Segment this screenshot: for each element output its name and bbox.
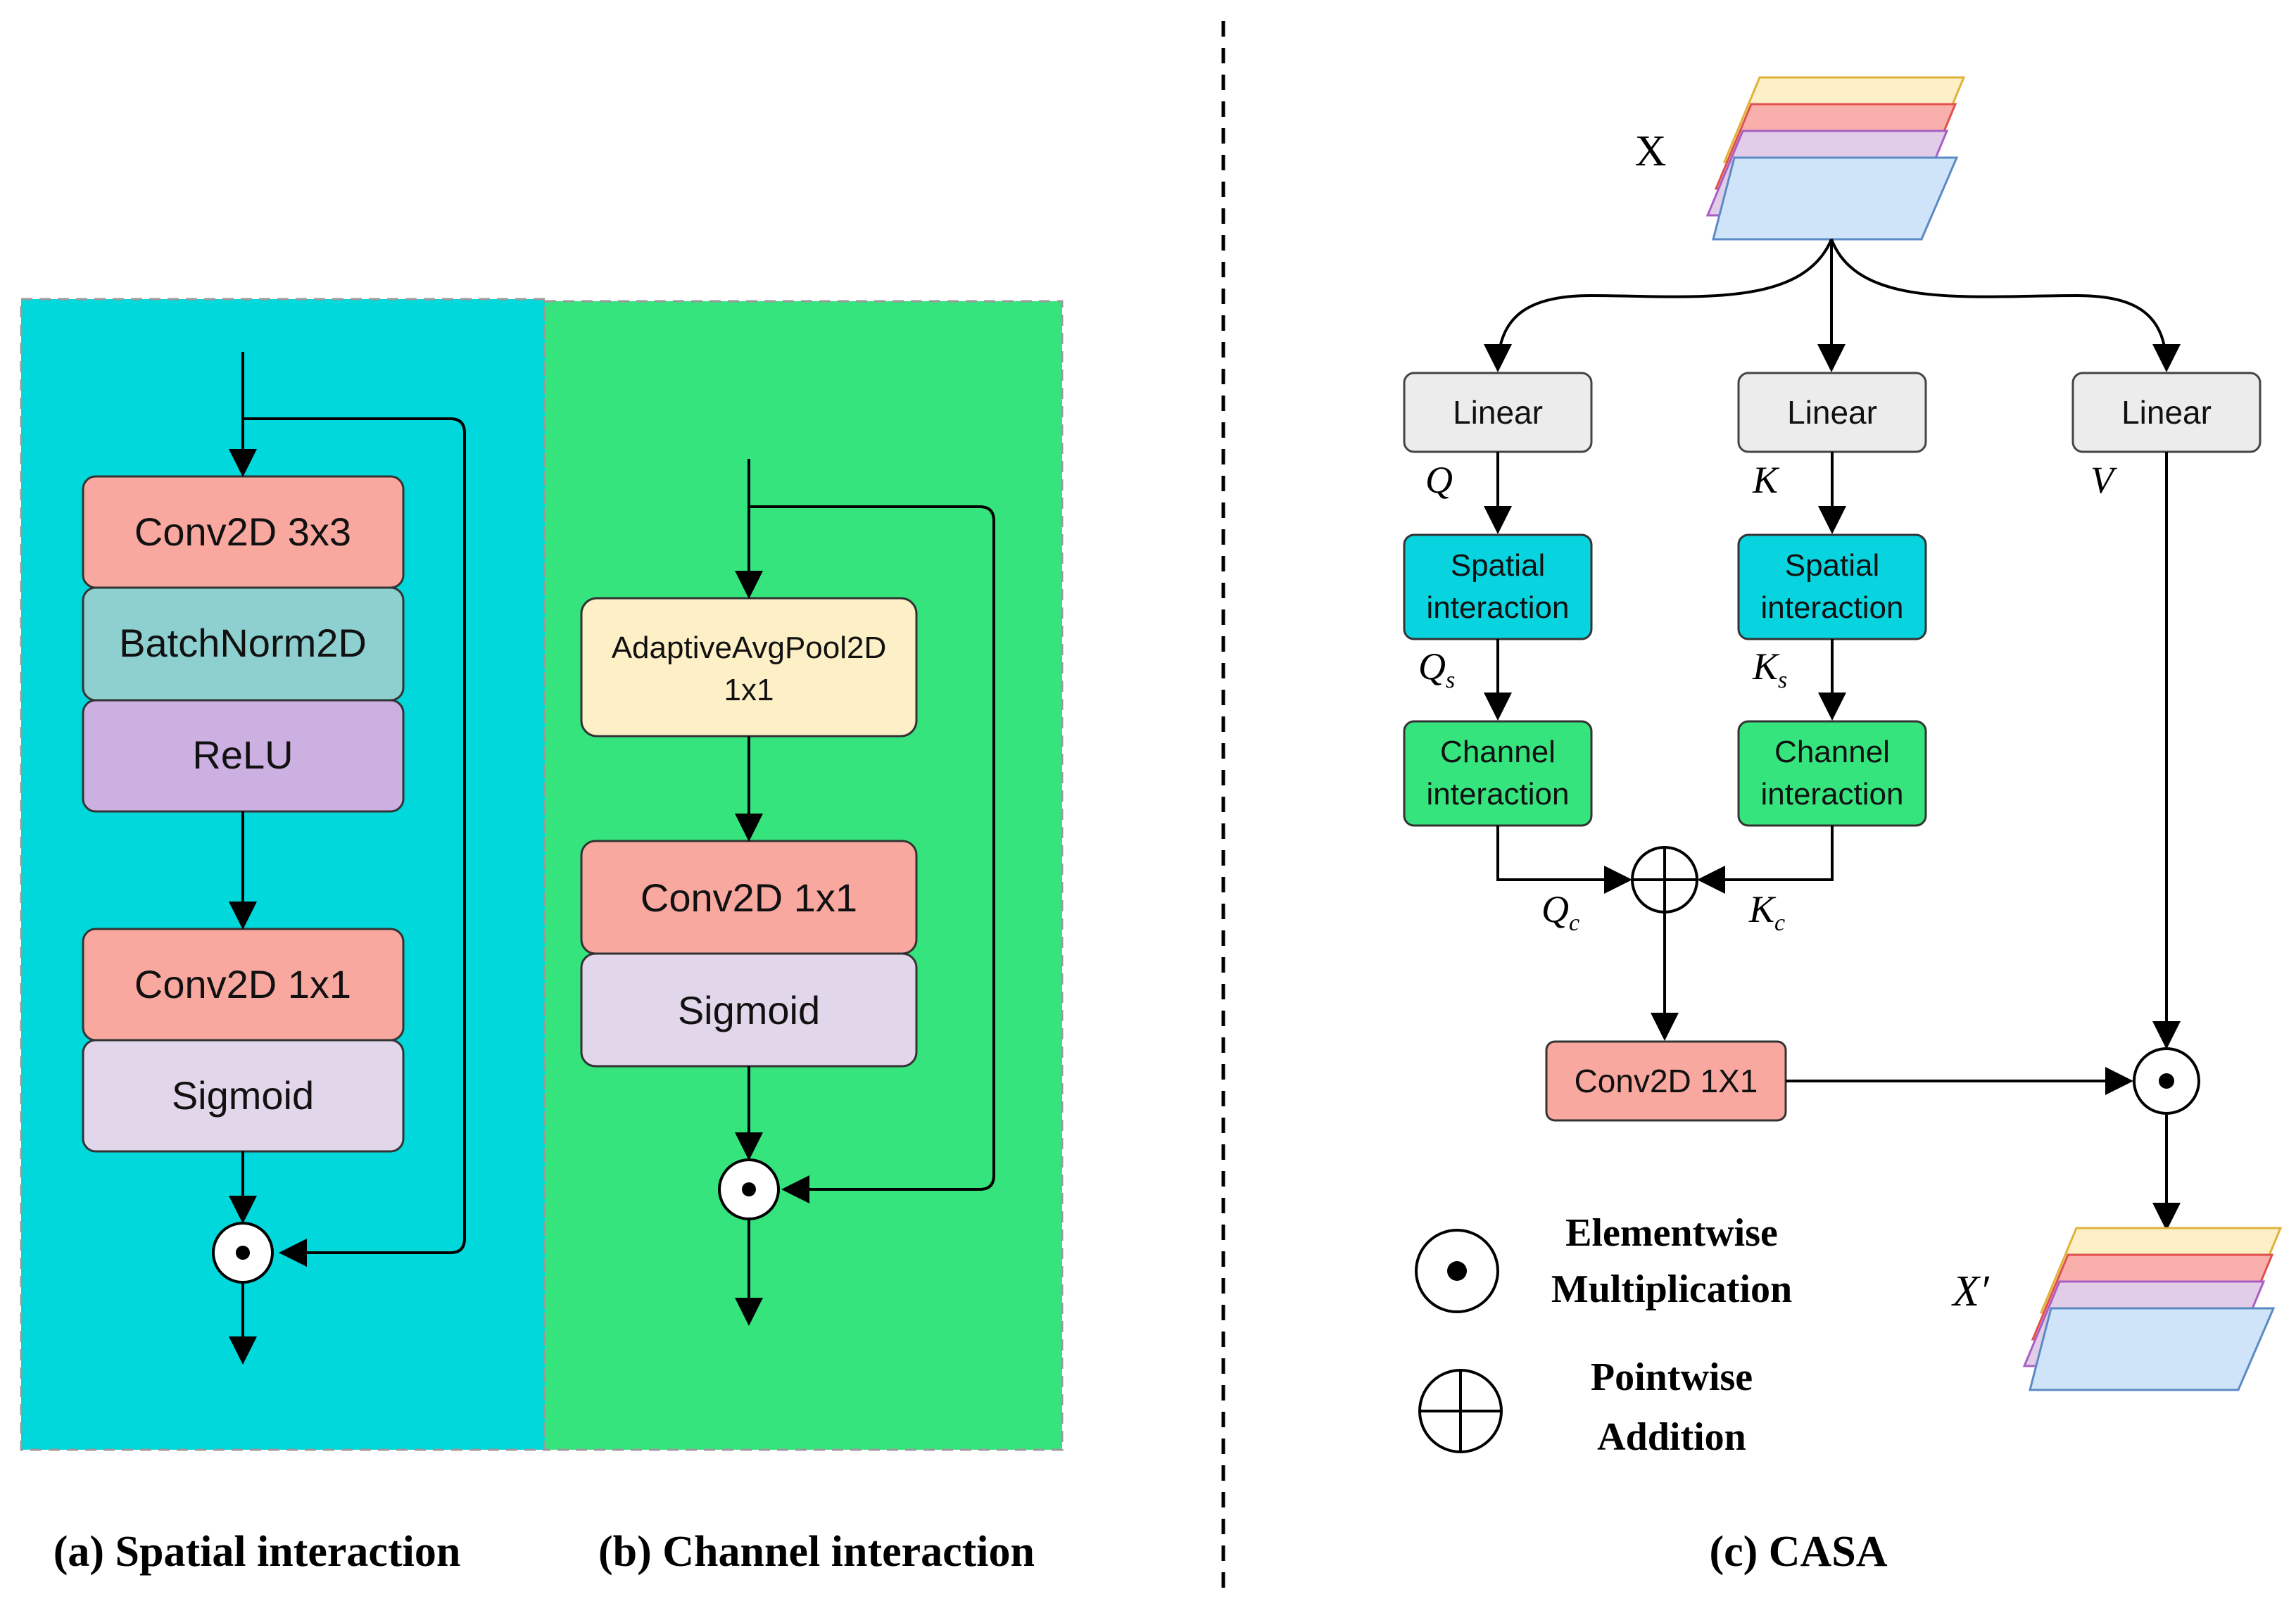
adaptive-avg-pool-size: 1x1 bbox=[724, 673, 774, 707]
legend-mult-line1: Elementwise bbox=[1565, 1211, 1778, 1255]
relu-label: ReLU bbox=[192, 733, 293, 777]
linear-v-label: Linear bbox=[2121, 394, 2212, 431]
conv2d-3x3-label: Conv2D 3x3 bbox=[134, 510, 351, 554]
caption-c: (c) CASA bbox=[1709, 1528, 1887, 1576]
k-label: K bbox=[1752, 459, 1780, 501]
batchnorm2d-label: BatchNorm2D bbox=[119, 621, 367, 665]
legend-mult-line2: Multiplication bbox=[1551, 1267, 1792, 1311]
conv2d-1x1-label-c: Conv2D 1X1 bbox=[1575, 1063, 1758, 1099]
panel-b-channel-interaction: AdaptiveAvgPool2D 1x1 Conv2D 1x1 Sigmoid bbox=[543, 300, 1064, 1451]
split-to-v-arrow bbox=[1830, 239, 2181, 372]
channel-k-to-add-arrow bbox=[1697, 826, 1834, 894]
legend-multiply-dot bbox=[1447, 1261, 1467, 1281]
channel-q-label-1: Channel bbox=[1440, 735, 1556, 769]
skip-connection bbox=[243, 417, 466, 1267]
caption-a: (a) Spatial interaction bbox=[53, 1528, 461, 1576]
output-label-x-prime: X′ bbox=[1950, 1267, 1990, 1315]
kc-label: Kc bbox=[1748, 888, 1785, 936]
spatial-q-label-1: Spatial bbox=[1451, 548, 1546, 583]
spatial-k-label-1: Spatial bbox=[1785, 548, 1880, 583]
spatial-k-label-2: interaction bbox=[1760, 590, 1903, 625]
legend-add-line2: Addition bbox=[1597, 1415, 1746, 1459]
panel-a-background bbox=[20, 298, 546, 1451]
multiply-dot-b bbox=[742, 1182, 756, 1196]
panel-c-casa: X Linear Linear Linear Q K V Spatial int… bbox=[1403, 76, 2283, 1459]
adaptive-avg-pool-label: AdaptiveAvgPool2D bbox=[612, 631, 887, 665]
panel-a-spatial-interaction: Conv2D 3x3 BatchNorm2D ReLU Conv2D 1x1 S… bbox=[20, 298, 546, 1451]
sigmoid-label-b: Sigmoid bbox=[678, 988, 820, 1032]
qs-label: Qs bbox=[1418, 645, 1455, 693]
channel-k-label-2: interaction bbox=[1760, 777, 1903, 811]
output-feature-stack-icon bbox=[2022, 1227, 2283, 1391]
skip-connection-b bbox=[749, 505, 995, 1203]
ks-label: Ks bbox=[1752, 645, 1787, 693]
conv2d-1x1-label: Conv2D 1x1 bbox=[134, 962, 351, 1006]
spatial-q-label-2: interaction bbox=[1426, 590, 1569, 625]
channel-k-label-1: Channel bbox=[1774, 735, 1890, 769]
channel-q-to-add-arrow bbox=[1496, 826, 1632, 894]
linear-q-label: Linear bbox=[1453, 394, 1543, 431]
channel-q-label-2: interaction bbox=[1426, 777, 1569, 811]
v-label: V bbox=[2090, 459, 2118, 501]
legend-add-line1: Pointwise bbox=[1591, 1355, 1753, 1399]
linear-k-label: Linear bbox=[1787, 394, 1877, 431]
split-to-q-arrow bbox=[1484, 239, 1833, 372]
multiply-dot bbox=[236, 1246, 250, 1260]
sigmoid-label: Sigmoid bbox=[172, 1073, 314, 1118]
conv2d-1x1-label-b: Conv2D 1x1 bbox=[641, 875, 857, 920]
qc-label: Qc bbox=[1541, 888, 1579, 936]
legend: Elementwise Multiplication Pointwise Add… bbox=[1415, 1211, 1792, 1459]
adaptive-avg-pool-block bbox=[580, 597, 918, 738]
caption-b: (b) Channel interaction bbox=[598, 1528, 1035, 1576]
q-label: Q bbox=[1425, 459, 1453, 501]
input-label-x: X bbox=[1635, 127, 1667, 175]
multiply-dot-c bbox=[2159, 1073, 2174, 1089]
input-feature-stack-icon bbox=[1705, 76, 1966, 241]
